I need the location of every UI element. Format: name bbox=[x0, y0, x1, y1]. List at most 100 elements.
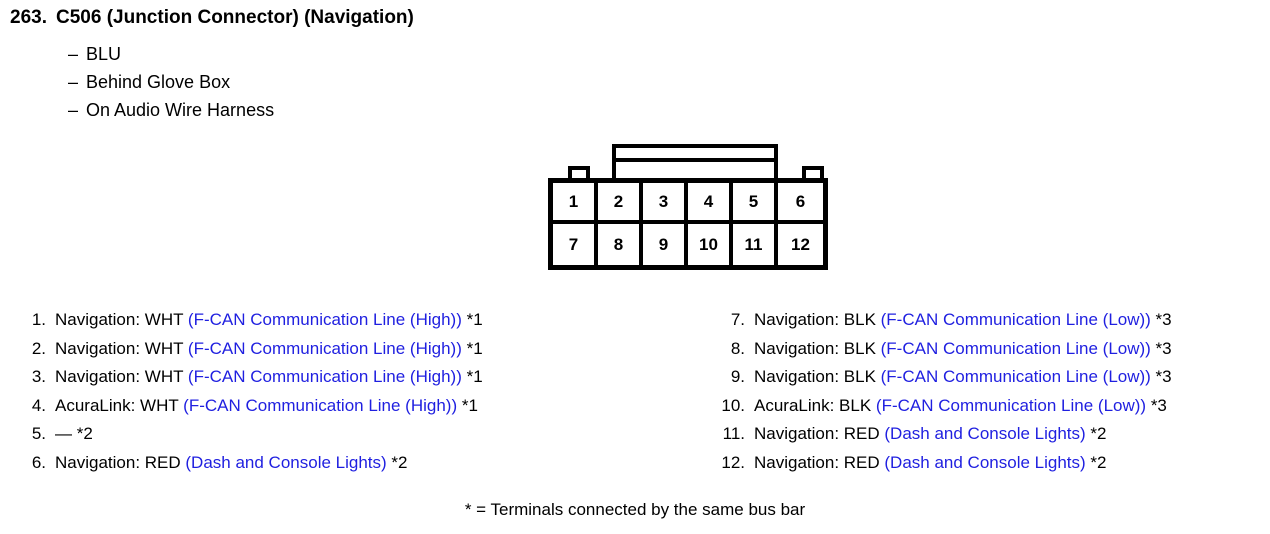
pin-item-description: Navigation: RED (Dash and Console Lights… bbox=[46, 449, 407, 478]
pin-cell: 10 bbox=[688, 224, 733, 265]
pin-item-function: (Dash and Console Lights) bbox=[884, 424, 1086, 443]
pin-list-item: 10. AcuraLink: BLK (F-CAN Communication … bbox=[713, 392, 1172, 421]
pin-list-item: 4. AcuraLink: WHT (F-CAN Communication L… bbox=[14, 392, 483, 421]
latch-divider-line bbox=[616, 158, 774, 162]
title-item-number: 263. bbox=[10, 7, 47, 28]
pin-item-function: (F-CAN Communication Line (High)) bbox=[183, 395, 458, 415]
meta-dash-icon: – bbox=[68, 72, 79, 92]
meta-item-color: – BLU bbox=[68, 44, 121, 65]
pin-cell: 7 bbox=[553, 224, 598, 265]
pin-item-number: 9. bbox=[730, 367, 745, 386]
pin-item-circuit: — *2 bbox=[55, 424, 93, 443]
pin-item-note: *1 bbox=[461, 310, 483, 329]
meta-item-label: On Audio Wire Harness bbox=[86, 100, 275, 120]
pin-item-circuit: AcuraLink: BLK bbox=[754, 395, 876, 415]
connector-body: 1 2 3 4 5 6 7 8 9 10 11 12 bbox=[548, 178, 828, 270]
pin-item-description: Navigation: BLK (F-CAN Communication Lin… bbox=[745, 335, 1172, 364]
pin-cell: 5 bbox=[733, 183, 778, 224]
pin-item-circuit: Navigation: WHT bbox=[55, 338, 188, 358]
pin-cell: 4 bbox=[688, 183, 733, 224]
pin-list-item: 12. Navigation: RED (Dash and Console Li… bbox=[713, 449, 1172, 478]
pin-list-item: 2. Navigation: WHT (F-CAN Communication … bbox=[14, 335, 483, 364]
connector-latch-bar bbox=[612, 144, 778, 178]
pin-item-circuit: AcuraLink: WHT bbox=[55, 395, 184, 415]
pin-item-number: 3. bbox=[31, 367, 46, 386]
pin-list-item: 1. Navigation: WHT (F-CAN Communication … bbox=[14, 306, 483, 335]
pin-item-circuit: Navigation: BLK bbox=[754, 310, 881, 329]
pin-list-item: 6. Navigation: RED (Dash and Console Lig… bbox=[14, 449, 483, 478]
pin-item-function: (F-CAN Communication Line (High)) bbox=[187, 338, 462, 358]
pin-item-function: (F-CAN Communication Line (Low)) bbox=[880, 310, 1151, 329]
pin-item-note: *1 bbox=[461, 367, 483, 386]
meta-dash-icon: – bbox=[68, 100, 79, 120]
page-title: 263. C506 (Junction Connector) (Navigati… bbox=[10, 7, 414, 29]
pin-item-circuit: Navigation: BLK bbox=[754, 338, 881, 358]
pin-item-note: *1 bbox=[461, 338, 483, 358]
pin-cell: 9 bbox=[643, 224, 688, 265]
pin-item-function: (F-CAN Communication Line (High)) bbox=[187, 367, 462, 386]
pin-row-bottom: 7 8 9 10 11 12 bbox=[553, 224, 823, 265]
pin-item-description: AcuraLink: BLK (F-CAN Communication Line… bbox=[745, 392, 1167, 421]
pin-item-number: 10. bbox=[721, 395, 745, 415]
pin-item-note: *1 bbox=[457, 395, 478, 415]
pin-item-circuit: Navigation: RED bbox=[754, 452, 885, 472]
pin-item-number: 8. bbox=[730, 338, 745, 358]
pin-item-description: Navigation: RED (Dash and Console Lights… bbox=[745, 449, 1106, 478]
pin-item-note: *3 bbox=[1150, 367, 1172, 386]
pin-item-circuit: Navigation: RED bbox=[754, 424, 885, 443]
pin-item-description: Navigation: WHT (F-CAN Communication Lin… bbox=[46, 335, 483, 364]
pin-item-note: *3 bbox=[1146, 395, 1167, 415]
pin-item-number: 5. bbox=[31, 424, 46, 443]
meta-item-label: Behind Glove Box bbox=[86, 72, 231, 92]
pin-list-item: 5. — *2 bbox=[14, 420, 483, 449]
connector-diagram: 1 2 3 4 5 6 7 8 9 10 11 12 bbox=[548, 144, 848, 294]
pin-item-description: — *2 bbox=[46, 420, 93, 449]
pin-item-circuit: Navigation: BLK bbox=[754, 367, 881, 386]
pin-item-function: (F-CAN Communication Line (Low)) bbox=[880, 367, 1151, 386]
pin-item-number: 1. bbox=[31, 310, 46, 329]
pin-list-item: 7. Navigation: BLK (F-CAN Communication … bbox=[713, 306, 1172, 335]
pin-cell: 1 bbox=[553, 183, 598, 224]
pin-item-note: *3 bbox=[1150, 310, 1172, 329]
meta-item-harness: – On Audio Wire Harness bbox=[68, 100, 274, 121]
pin-item-description: Navigation: WHT (F-CAN Communication Lin… bbox=[46, 363, 483, 392]
pin-item-description: Navigation: RED (Dash and Console Lights… bbox=[745, 420, 1106, 449]
pin-item-description: Navigation: BLK (F-CAN Communication Lin… bbox=[745, 306, 1172, 335]
pin-item-number: 12. bbox=[721, 452, 745, 472]
pin-list-item: 8. Navigation: BLK (F-CAN Communication … bbox=[713, 335, 1172, 364]
pin-item-circuit: Navigation: WHT bbox=[55, 367, 188, 386]
pin-item-circuit: Navigation: RED bbox=[55, 452, 186, 472]
pin-item-number: 7. bbox=[730, 310, 745, 329]
pin-item-note: *2 bbox=[1085, 452, 1107, 472]
pin-item-note: *2 bbox=[1085, 424, 1107, 443]
pin-cell: 3 bbox=[643, 183, 688, 224]
pin-item-function: (F-CAN Communication Line (Low)) bbox=[880, 338, 1151, 358]
pin-item-circuit: Navigation: WHT bbox=[55, 310, 188, 329]
pin-description-list-left: 1. Navigation: WHT (F-CAN Communication … bbox=[14, 306, 483, 477]
pin-cell: 6 bbox=[778, 183, 823, 224]
pin-list-item: 9. Navigation: BLK (F-CAN Communication … bbox=[713, 363, 1172, 392]
pin-item-description: Navigation: WHT (F-CAN Communication Lin… bbox=[46, 306, 483, 335]
pin-item-function: (Dash and Console Lights) bbox=[884, 452, 1086, 472]
pin-item-function: (Dash and Console Lights) bbox=[185, 452, 387, 472]
pin-item-note: *2 bbox=[386, 452, 408, 472]
pin-list-item: 3. Navigation: WHT (F-CAN Communication … bbox=[14, 363, 483, 392]
pin-item-number: 6. bbox=[31, 452, 46, 472]
pin-item-description: Navigation: BLK (F-CAN Communication Lin… bbox=[745, 363, 1172, 392]
pin-row-top: 1 2 3 4 5 6 bbox=[553, 183, 823, 224]
title-label: C506 (Junction Connector) (Navigation) bbox=[56, 7, 414, 28]
pin-description-list-right: 7. Navigation: BLK (F-CAN Communication … bbox=[713, 306, 1172, 478]
pin-item-number: 4. bbox=[31, 395, 46, 415]
meta-item-label: BLU bbox=[86, 44, 122, 64]
footnote: * = Terminals connected by the same bus … bbox=[464, 500, 806, 519]
pin-cell: 2 bbox=[598, 183, 643, 224]
pin-item-function: (F-CAN Communication Line (High)) bbox=[187, 310, 462, 329]
pin-cell: 12 bbox=[778, 224, 823, 265]
pin-cell: 11 bbox=[733, 224, 778, 265]
pin-item-description: AcuraLink: WHT (F-CAN Communication Line… bbox=[46, 392, 478, 421]
meta-item-location: – Behind Glove Box bbox=[68, 72, 230, 93]
pin-list-item: 11. Navigation: RED (Dash and Console Li… bbox=[713, 420, 1172, 449]
pin-item-function: (F-CAN Communication Line (Low)) bbox=[875, 395, 1147, 415]
pin-cell: 8 bbox=[598, 224, 643, 265]
pin-item-note: *3 bbox=[1150, 338, 1172, 358]
